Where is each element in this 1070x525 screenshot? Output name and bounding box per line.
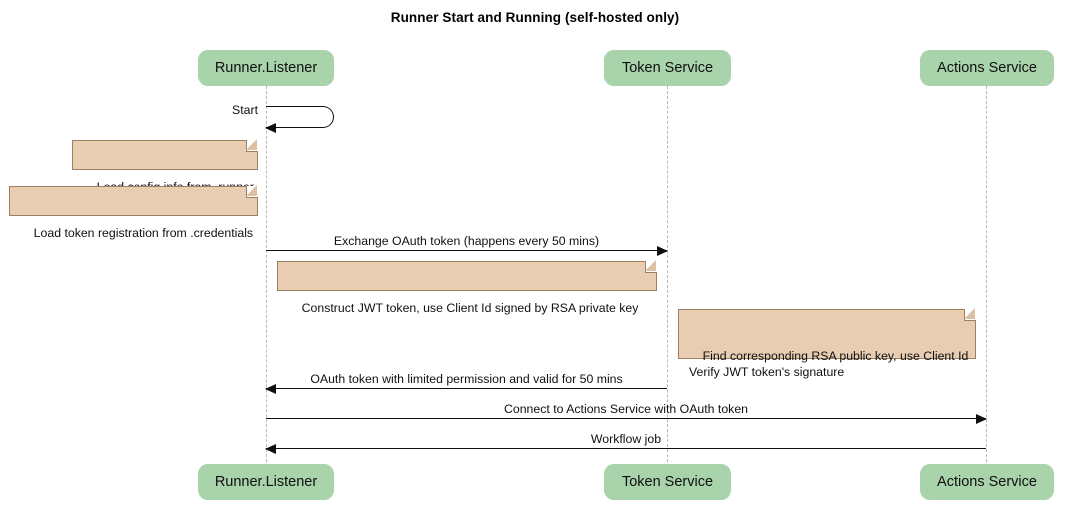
self-message-line-top bbox=[266, 106, 314, 107]
message-label: OAuth token with limited permission and … bbox=[310, 372, 623, 386]
message-oauth-token-return: OAuth token with limited permission and … bbox=[265, 372, 667, 394]
note-fold-corner-icon bbox=[964, 308, 976, 321]
note-fold-corner-icon bbox=[246, 139, 258, 152]
self-message-start-label: Start bbox=[232, 103, 258, 117]
participant-token-service-top[interactable]: Token Service bbox=[604, 50, 731, 86]
note-construct-jwt-token: Construct JWT token, use Client Id signe… bbox=[277, 260, 657, 315]
self-message-curve bbox=[312, 106, 334, 128]
participant-actions-service-bottom[interactable]: Actions Service bbox=[920, 464, 1054, 500]
note-fold-corner-icon bbox=[645, 260, 657, 273]
participant-label: Runner.Listener bbox=[214, 474, 318, 490]
participant-actions-service-top[interactable]: Actions Service bbox=[920, 50, 1054, 86]
arrowhead-right-icon bbox=[976, 414, 987, 424]
note-load-config: Load config info from .runner bbox=[72, 139, 258, 194]
participant-runner-listener-bottom[interactable]: Runner.Listener bbox=[198, 464, 334, 500]
message-exchange-oauth-token: Exchange OAuth token (happens every 50 m… bbox=[266, 234, 668, 256]
participant-label: Actions Service bbox=[937, 60, 1037, 76]
note-load-token-registration: Load token registration from .credential… bbox=[9, 185, 258, 240]
participant-label: Token Service bbox=[621, 60, 714, 76]
note-text: Construct JWT token, use Client Id signe… bbox=[301, 301, 639, 315]
note-text: Load token registration from .credential… bbox=[33, 226, 254, 240]
participant-runner-listener-top[interactable]: Runner.Listener bbox=[198, 50, 334, 86]
arrowhead-left-icon bbox=[265, 123, 276, 133]
arrowhead-left-icon bbox=[265, 444, 276, 454]
note-verify-jwt-signature: Find corresponding RSA public key, use C… bbox=[678, 308, 976, 379]
message-workflow-job: Workflow job bbox=[265, 432, 986, 454]
self-message-line-bottom bbox=[266, 127, 314, 128]
participant-label: Actions Service bbox=[937, 474, 1037, 490]
diagram-title: Runner Start and Running (self-hosted on… bbox=[390, 10, 680, 25]
lifeline-actions-service bbox=[986, 86, 987, 462]
participant-token-service-bottom[interactable]: Token Service bbox=[604, 464, 731, 500]
lifeline-token-service bbox=[667, 86, 668, 462]
note-text: Find corresponding RSA public key, use C… bbox=[689, 349, 969, 379]
message-label: Workflow job bbox=[590, 432, 662, 446]
message-label: Exchange OAuth token (happens every 50 m… bbox=[333, 234, 600, 248]
lifeline-runner-listener bbox=[266, 86, 267, 462]
participant-label: Token Service bbox=[621, 474, 714, 490]
self-message-start bbox=[265, 106, 334, 133]
arrowhead-right-icon bbox=[657, 246, 668, 256]
arrowhead-left-icon bbox=[265, 384, 276, 394]
message-label: Connect to Actions Service with OAuth to… bbox=[503, 402, 749, 416]
message-connect-actions-service: Connect to Actions Service with OAuth to… bbox=[266, 402, 987, 424]
participant-label: Runner.Listener bbox=[214, 60, 318, 76]
note-fold-corner-icon bbox=[246, 185, 258, 198]
